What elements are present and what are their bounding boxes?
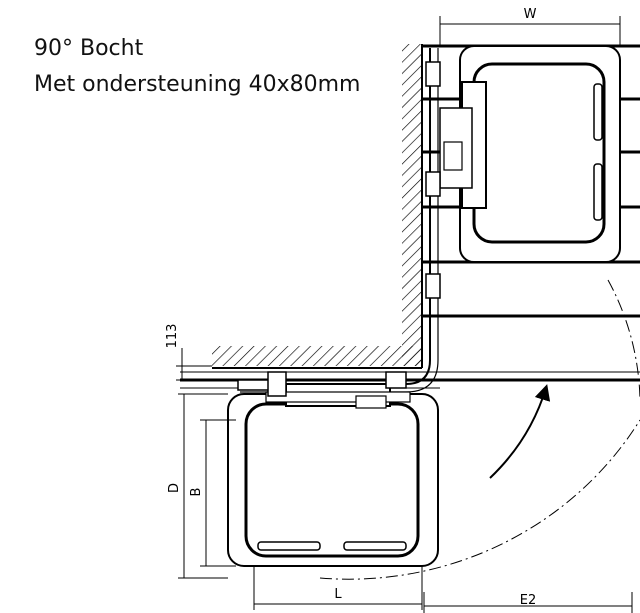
- title-line-1: 90° Bocht: [34, 36, 144, 61]
- dimension-l: [253, 566, 423, 610]
- rail-pipe: [240, 48, 431, 385]
- dimension-d: [178, 393, 228, 579]
- rotation-arrow: [489, 384, 551, 479]
- wall-hatching: [212, 44, 423, 369]
- dimension-e2: [423, 592, 633, 613]
- dimension-b-label: B: [189, 488, 204, 497]
- dimension-e2-label: E2: [520, 593, 537, 608]
- dimension-113-label: 113: [165, 324, 180, 349]
- dimension-w-label: W: [524, 7, 537, 22]
- dimension-113: [176, 348, 212, 381]
- dimension-w: [439, 16, 621, 46]
- title-line-2: Met ondersteuning 40x80mm: [34, 72, 361, 97]
- swing-radius-arc: [607, 279, 640, 401]
- dimension-l-label: L: [334, 587, 342, 602]
- lower-chair: [227, 371, 439, 567]
- dimension-b: [200, 419, 236, 567]
- upper-chair: [425, 45, 621, 299]
- dimension-d-label: D: [167, 483, 182, 493]
